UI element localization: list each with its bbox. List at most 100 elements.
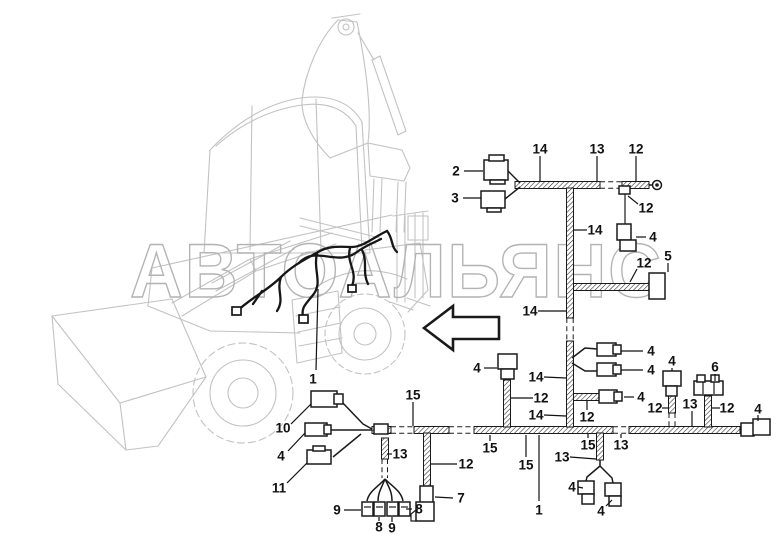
callout-14: 14 [528, 408, 544, 423]
callout-leader-11 [286, 462, 308, 484]
harness-segment [381, 437, 389, 460]
callout-15: 15 [405, 388, 421, 403]
callout-7: 7 [457, 491, 465, 506]
callout-4: 4 [277, 449, 285, 464]
callout-leader-12 [627, 195, 639, 205]
callout-12: 12 [638, 201, 653, 216]
callout-14: 14 [522, 304, 538, 319]
callout-1: 1 [535, 503, 543, 518]
component-6 [693, 374, 724, 396]
harness-segment [473, 426, 614, 434]
callout-10: 10 [275, 421, 290, 436]
harness-end-stub [373, 423, 389, 435]
callout-12: 12 [636, 256, 651, 271]
callout-leader-12 [629, 268, 638, 283]
wire-harness-schematic [304, 154, 771, 522]
callout-leader-14 [543, 376, 567, 379]
callout-12: 12 [533, 391, 548, 406]
callout-leader-13 [569, 456, 597, 460]
callout-1: 1 [309, 372, 317, 387]
watermark-text: АВТОАЛЬЯНС [130, 229, 663, 314]
callout-4: 4 [597, 504, 605, 519]
callout-4: 4 [637, 390, 645, 405]
callout-15: 15 [580, 438, 596, 453]
dashed-harness-segment [381, 181, 676, 478]
callout-4: 4 [754, 402, 762, 417]
callout-8: 8 [415, 502, 423, 517]
harness-segment [566, 187, 574, 319]
callout-leader-14 [543, 414, 567, 417]
harness-segment [596, 432, 604, 461]
callout-12: 12 [579, 410, 594, 425]
callout-leader-4 [577, 486, 584, 489]
callout-9: 9 [388, 521, 396, 536]
callout-leader-1 [315, 288, 319, 371]
callout-3: 3 [451, 191, 459, 206]
connector-3 [480, 190, 506, 213]
callout-14: 14 [528, 370, 544, 385]
branch-wires [331, 169, 652, 502]
harness-segment [704, 395, 712, 428]
connector-11 [306, 445, 332, 465]
harness-segment [668, 395, 676, 414]
callout-13: 13 [589, 142, 605, 157]
connector-4a [596, 342, 622, 357]
callout-12: 12 [719, 401, 734, 416]
callout-13: 13 [392, 447, 408, 462]
callout-4: 4 [473, 361, 481, 376]
callout-13: 13 [613, 438, 629, 453]
callout-4: 4 [647, 363, 655, 378]
harness-segment [566, 283, 650, 291]
callout-leader-7 [434, 496, 454, 499]
connector-4-v672 [662, 370, 682, 397]
harness-segment [503, 379, 511, 428]
callout-4: 4 [647, 344, 655, 359]
callout-2: 2 [452, 164, 460, 179]
connector-12-small [618, 185, 631, 195]
callout-13: 13 [682, 397, 698, 412]
callout-4: 4 [568, 480, 576, 495]
connector-2 [483, 154, 509, 185]
callout-15: 15 [518, 458, 534, 473]
callout-leader-10 [290, 403, 312, 425]
connector-4c [598, 389, 623, 404]
connector-4-branch-left [577, 480, 595, 505]
callout-12: 12 [647, 401, 662, 416]
callout-15: 15 [482, 441, 498, 456]
connector-4-branch-right [604, 482, 622, 507]
component-7 [410, 485, 435, 522]
callout-12: 12 [458, 457, 473, 472]
callout-6: 6 [711, 360, 719, 375]
harness-segment [514, 181, 601, 189]
callout-9: 9 [333, 503, 341, 518]
callout-12: 12 [628, 142, 643, 157]
harness-segment [571, 393, 600, 401]
callout-14: 14 [587, 223, 603, 238]
callout-leader-4 [287, 432, 306, 452]
connector-4b [596, 362, 622, 377]
callout-4: 4 [668, 354, 676, 369]
component-5 [648, 272, 666, 300]
direction-arrow-icon [421, 303, 501, 353]
callout-4: 4 [649, 230, 657, 245]
harness-segment [423, 432, 431, 487]
connector-4-left [304, 422, 332, 437]
callout-13: 13 [554, 450, 570, 465]
callout-11: 11 [272, 481, 287, 496]
connector-9-8-squares [361, 501, 411, 517]
ring-terminal [651, 179, 663, 191]
machine-line-art [51, 13, 431, 451]
connector-4-right-end [740, 418, 771, 437]
connector-4-v507 [497, 353, 518, 380]
harness-segment [566, 340, 574, 428]
callout-leader-4 [605, 499, 613, 507]
harness-segment [413, 426, 450, 434]
callout-5: 5 [664, 249, 672, 264]
connector-4-below-ring [616, 223, 637, 252]
callout-8: 8 [375, 520, 383, 535]
callout-14: 14 [532, 142, 548, 157]
harness-segment [628, 426, 741, 434]
harness-on-machine-drawing [231, 229, 399, 324]
